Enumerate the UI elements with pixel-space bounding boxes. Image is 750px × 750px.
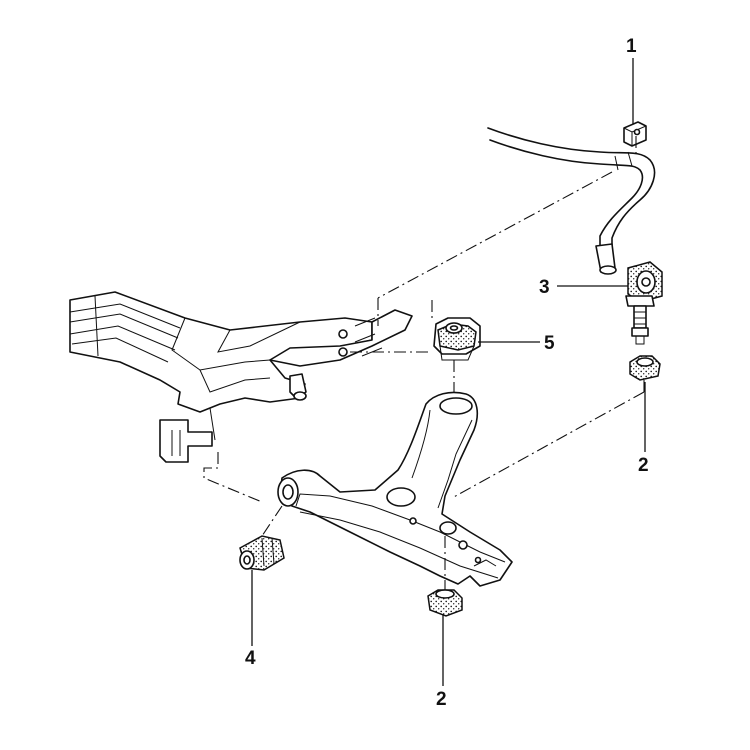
stabilizer-link: [625, 261, 663, 345]
subframe: [69, 291, 413, 463]
control-arm-rear-bushing: [427, 589, 463, 617]
callout-2-upper: 2: [638, 455, 649, 476]
assembly-lines: [203, 136, 645, 590]
callout-labels: 1 2 2 3 4 5: [245, 36, 649, 710]
callout-3: 3: [539, 277, 550, 298]
callout-1: 1: [626, 36, 637, 57]
stabilizer-bar-bushing: [623, 121, 647, 147]
stabilizer-bar: [487, 127, 656, 275]
callout-2-lower: 2: [436, 689, 447, 710]
lower-control-arm: [277, 391, 513, 587]
callout-leaders: [251, 58, 646, 686]
callout-5: 5: [544, 333, 555, 354]
control-arm-front-bushing: [239, 535, 285, 571]
control-arm-rear-mount: [433, 317, 481, 361]
callout-4: 4: [245, 648, 256, 669]
stabilizer-link-bushing: [629, 355, 661, 381]
